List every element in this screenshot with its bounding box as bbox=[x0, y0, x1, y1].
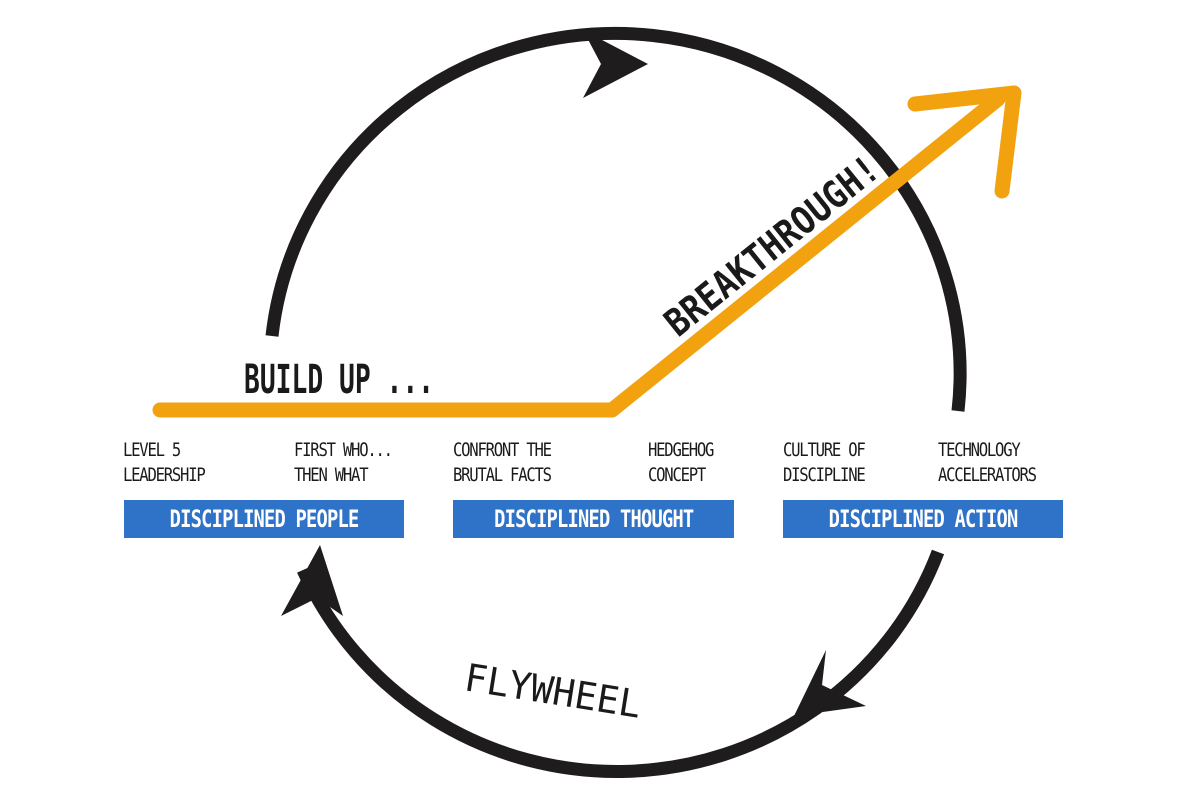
principle-line-1: TECHNOLOGY bbox=[938, 439, 1021, 461]
principle-technology-accelerators: TECHNOLOGY ACCELERATORS bbox=[938, 438, 1037, 488]
flywheel-label: FLYWHEEL bbox=[462, 655, 645, 726]
flywheel-lower-right-arrowhead bbox=[794, 650, 866, 716]
stage-disciplined-people: DISCIPLINED PEOPLE bbox=[124, 500, 404, 538]
principle-first-who-then-what: FIRST WHO... THEN WHAT bbox=[294, 438, 393, 488]
principle-line-1: LEVEL 5 bbox=[123, 439, 181, 461]
principle-level-5-leadership: LEVEL 5 LEADERSHIP bbox=[123, 438, 206, 488]
flywheel-lower-left-arrowhead bbox=[281, 545, 343, 616]
principle-line-1: CONFRONT THE bbox=[453, 439, 552, 461]
stage-label: DISCIPLINED ACTION bbox=[828, 505, 1019, 533]
stage-label: DISCIPLINED THOUGHT bbox=[493, 505, 694, 533]
build-up-label: BUILD UP ... bbox=[244, 357, 434, 403]
principle-line-2: LEADERSHIP bbox=[123, 464, 206, 486]
principle-line-2: DISCIPLINE bbox=[783, 464, 866, 486]
flywheel-top-arrowhead bbox=[583, 30, 648, 98]
stage-disciplined-thought: DISCIPLINED THOUGHT bbox=[453, 500, 734, 538]
stage-disciplined-action: DISCIPLINED ACTION bbox=[783, 500, 1063, 538]
principle-line-2: ACCELERATORS bbox=[938, 464, 1037, 486]
principle-confront-brutal-facts: CONFRONT THE BRUTAL FACTS bbox=[453, 438, 552, 488]
flywheel-lower-arc bbox=[297, 549, 945, 778]
principle-culture-of-discipline: CULTURE OF DISCIPLINE bbox=[783, 438, 866, 488]
principle-line-1: HEDGEHOG bbox=[648, 439, 714, 461]
principle-line-1: FIRST WHO... bbox=[294, 439, 393, 461]
principle-line-2: THEN WHAT bbox=[294, 464, 369, 486]
growth-arrowhead bbox=[907, 85, 1022, 199]
principle-line-2: BRUTAL FACTS bbox=[453, 464, 552, 486]
principle-line-1: CULTURE OF bbox=[783, 439, 866, 461]
principle-line-2: CONCEPT bbox=[648, 464, 706, 486]
flywheel-upper-arc bbox=[265, 26, 967, 412]
growth-line bbox=[152, 91, 1006, 418]
breakthrough-label: BREAKTHROUGH! bbox=[656, 147, 888, 345]
principle-hedgehog-concept: HEDGEHOG CONCEPT bbox=[648, 438, 714, 488]
stage-label: DISCIPLINED PEOPLE bbox=[169, 505, 360, 533]
